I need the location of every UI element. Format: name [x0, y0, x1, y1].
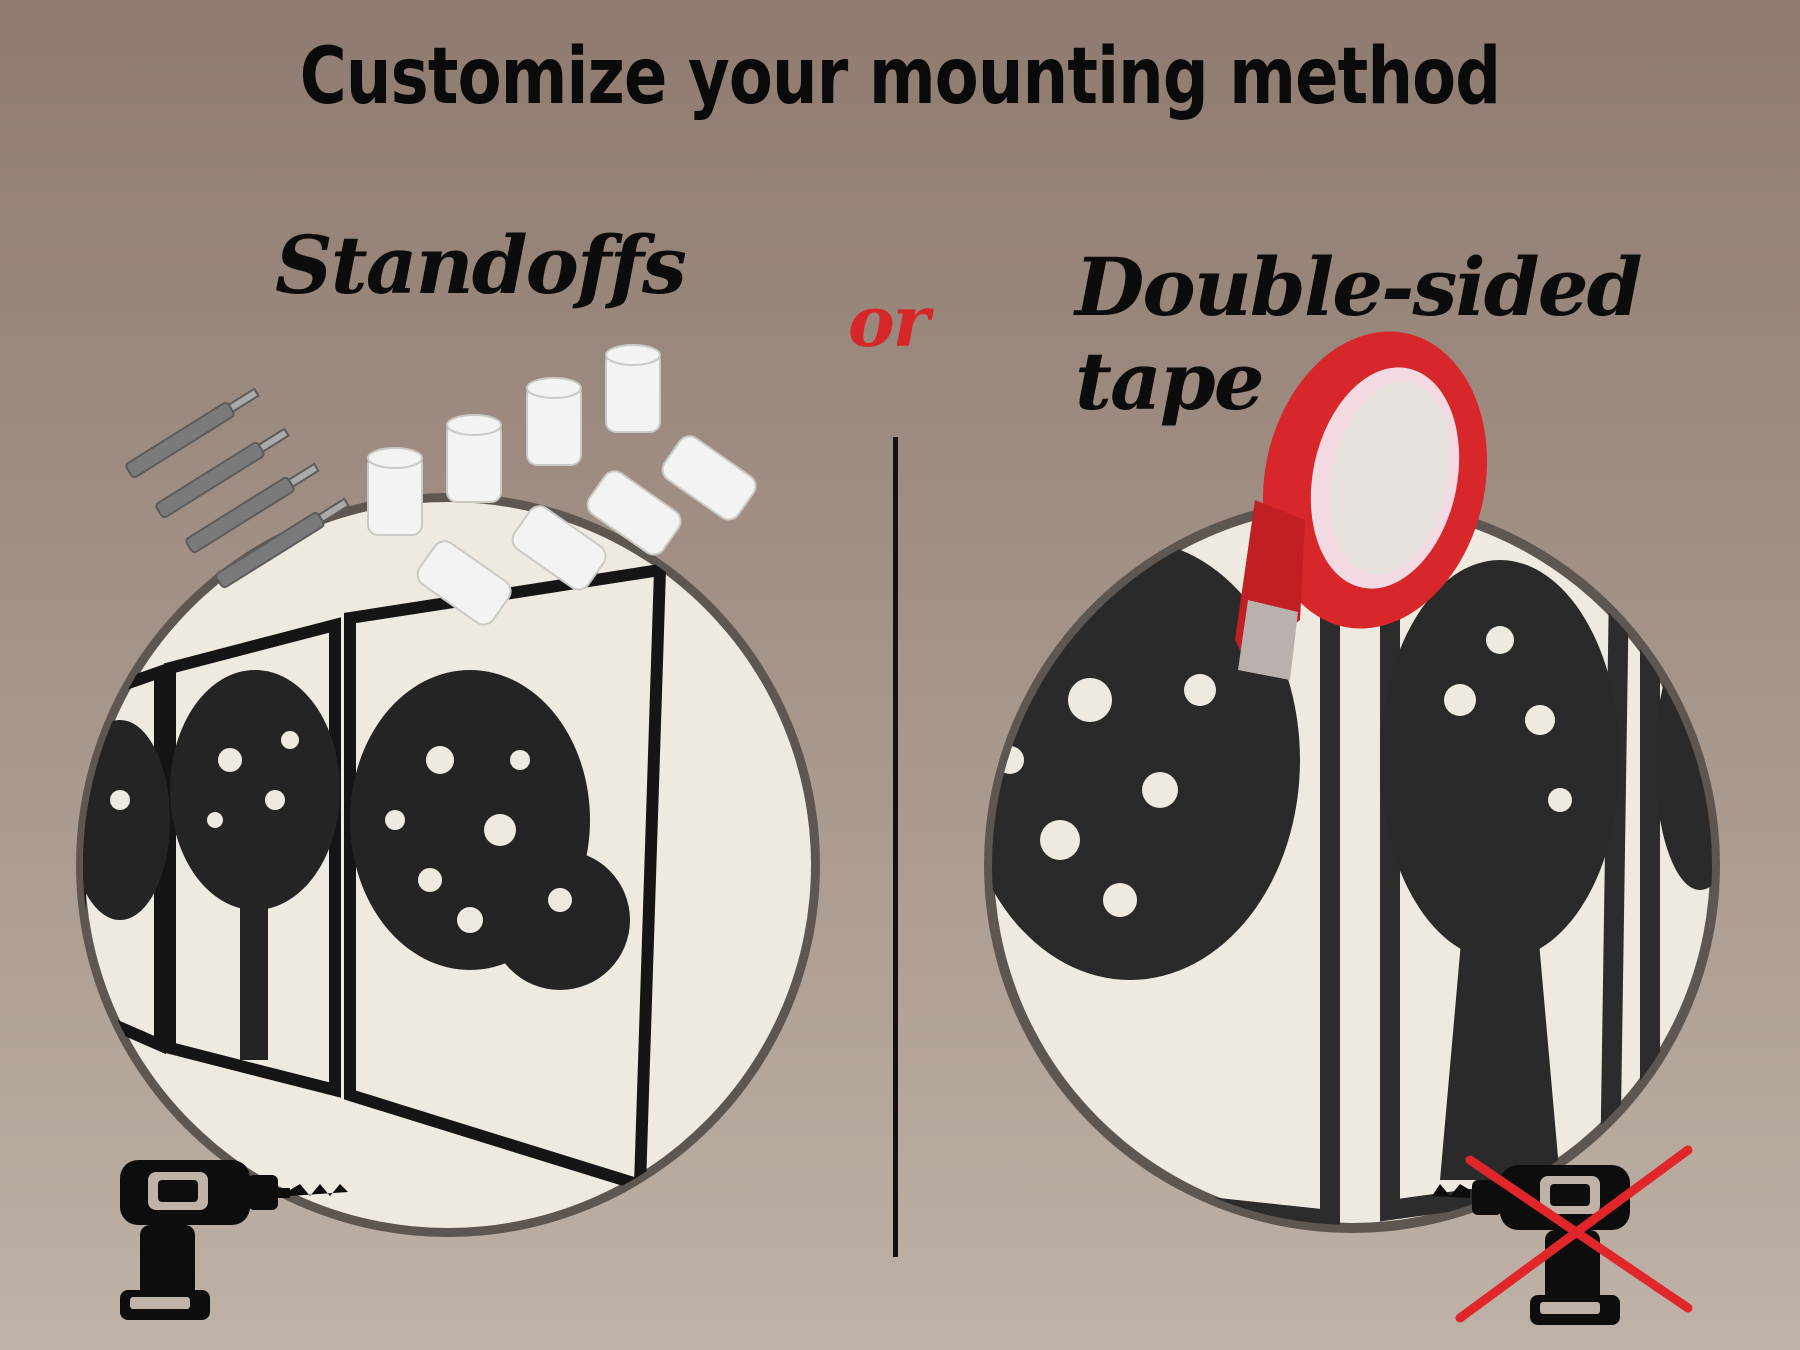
page-title: Customize your mounting method — [299, 32, 1501, 122]
tape-photo-circle — [984, 497, 1720, 1233]
standoff-hardware — [367, 344, 757, 626]
wall-anchor-screws — [125, 387, 350, 589]
red-tape-roll — [1235, 331, 1488, 680]
double-sided-tape-label: Double-sided tape — [1075, 240, 1643, 428]
standoffs-photo-circle — [76, 493, 820, 1237]
standoffs-label: Standoffs — [275, 218, 687, 312]
power-drill-icon — [120, 1160, 348, 1320]
power-drill-crossed-icon — [1432, 1145, 1693, 1325]
center-divider — [893, 437, 898, 1257]
or-label: or — [848, 280, 930, 363]
